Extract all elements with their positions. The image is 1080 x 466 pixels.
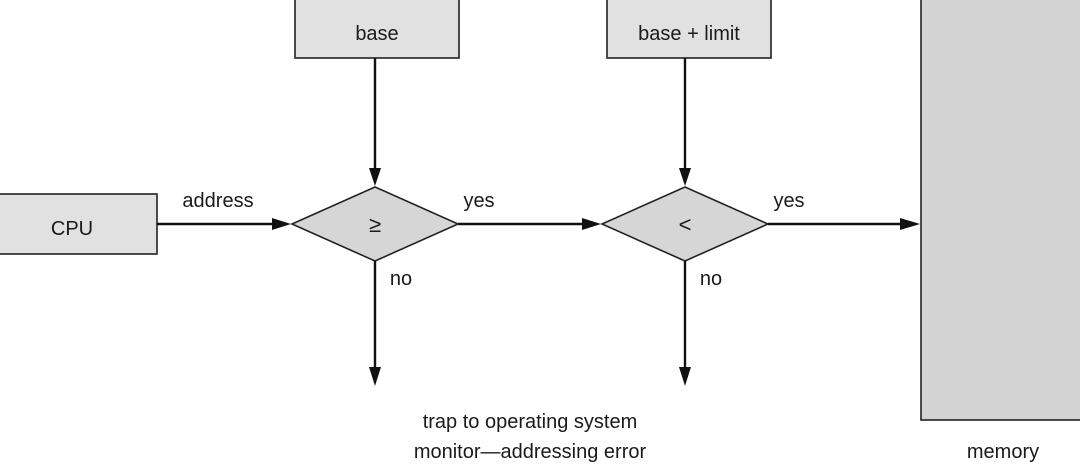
compare-lt-symbol: < xyxy=(679,212,692,237)
memory-label: memory xyxy=(967,441,1039,463)
no-label-second: no xyxy=(700,268,722,290)
trap-caption-line2: monitor—addressing error xyxy=(414,441,647,463)
yes-label-first: yes xyxy=(463,190,494,212)
arrow-base-to-ge xyxy=(369,58,381,186)
arrow-lt-to-memory xyxy=(768,218,920,230)
compare-lt-diamond: < xyxy=(600,186,770,262)
trap-caption-line1: trap to operating system xyxy=(423,411,638,433)
arrow-cpu-to-ge xyxy=(157,218,291,230)
base-label: base xyxy=(355,23,398,45)
no-label-first: no xyxy=(390,268,412,290)
yes-label-second: yes xyxy=(773,190,804,212)
compare-ge-diamond: ≥ xyxy=(290,186,460,262)
cpu-label: CPU xyxy=(51,218,93,240)
base-plus-limit-register: base + limit xyxy=(606,0,772,59)
arrow-lt-to-trap xyxy=(679,261,691,386)
arrow-limit-to-lt xyxy=(679,58,691,186)
arrow-ge-to-lt xyxy=(458,218,601,230)
cpu-box: CPU xyxy=(0,193,158,255)
arrow-ge-to-trap xyxy=(369,261,381,386)
compare-ge-symbol: ≥ xyxy=(369,212,381,237)
memory-block xyxy=(920,0,1080,421)
address-label: address xyxy=(182,190,253,212)
base-register: base xyxy=(294,0,460,59)
base-plus-limit-label: base + limit xyxy=(638,23,740,45)
